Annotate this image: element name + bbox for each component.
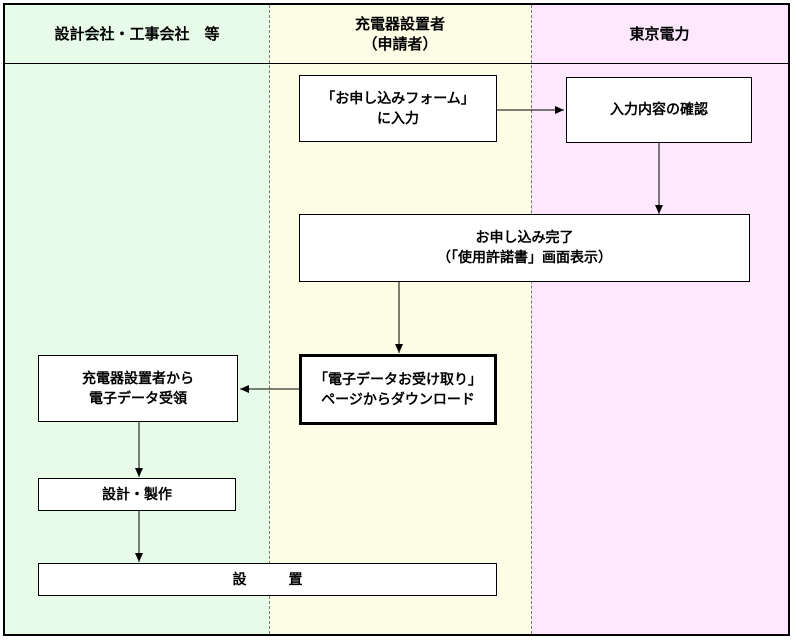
step-form-input: 「お申し込みフォーム」 に入力 bbox=[299, 75, 497, 142]
lane-divider bbox=[531, 5, 532, 634]
header-divider bbox=[5, 63, 788, 64]
lane-contractor bbox=[5, 5, 269, 634]
lane-title-contractor: 設計会社・工事会社 等 bbox=[54, 25, 220, 43]
step-download: 「電子データお受け取り」 ページからダウンロード bbox=[299, 354, 497, 425]
step-install: 設 置 bbox=[38, 563, 497, 596]
lane-title-applicant: 充電器設置者 （申請者） bbox=[354, 15, 445, 53]
step-design: 設計・製作 bbox=[38, 478, 236, 511]
step-complete: お申し込み完了 （「使用許諾書」画面表示） bbox=[299, 214, 750, 282]
step-receive: 充電器設置者から 電子データ受領 bbox=[38, 355, 238, 422]
lane-title-tepco: 東京電力 bbox=[629, 25, 690, 43]
step-confirm: 入力内容の確認 bbox=[566, 77, 752, 143]
lane-divider bbox=[269, 5, 270, 634]
